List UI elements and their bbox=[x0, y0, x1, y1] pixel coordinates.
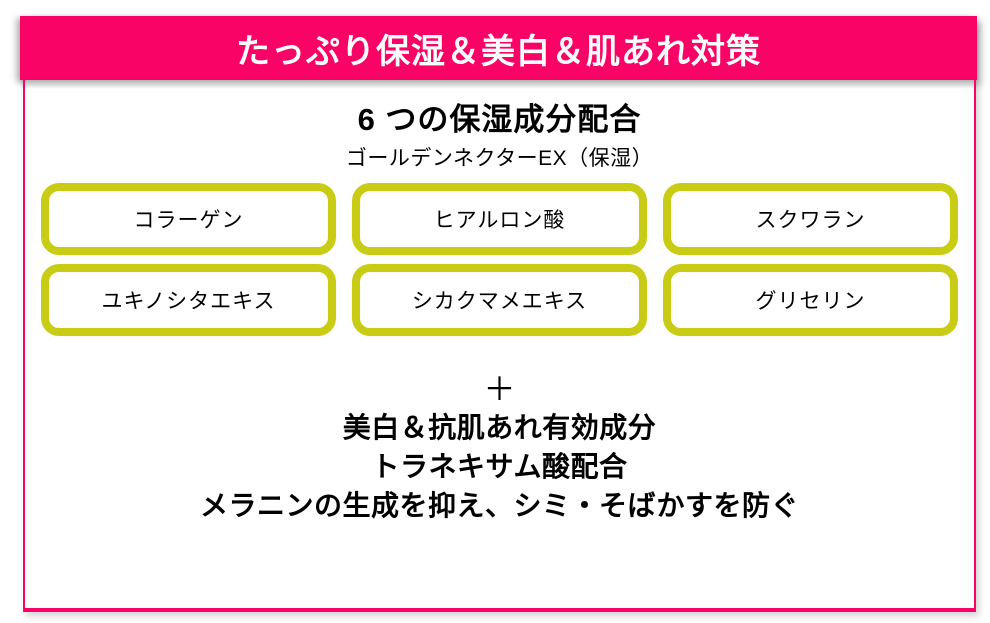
benefit-line-tranexamic-acid: トラネキサム酸配合 bbox=[371, 451, 628, 482]
ingredient-box-saxifrage-extract: ユキノシタエキス bbox=[41, 264, 336, 336]
section-heading: 6 つの保湿成分配合 bbox=[357, 102, 642, 137]
ingredient-label: シカクマメエキス bbox=[411, 290, 588, 313]
ingredient-label: スクワラン bbox=[755, 209, 866, 232]
benefit-text-block: 美白＆抗肌あれ有効成分 トラネキサム酸配合 メラニンの生成を抑え、シミ・そばかす… bbox=[25, 408, 974, 525]
banner-title: たっぷり保湿＆美白＆肌あれ対策 bbox=[236, 32, 761, 71]
ingredient-box-glycerin: グリセリン bbox=[663, 264, 958, 336]
plus-sign: ＋ bbox=[483, 371, 516, 407]
ingredient-box-squalane: スクワラン bbox=[663, 183, 958, 255]
header-banner: たっぷり保湿＆美白＆肌あれ対策 bbox=[20, 16, 977, 80]
benefit-line-active-ingredients: 美白＆抗肌あれ有効成分 bbox=[342, 412, 657, 443]
ingredient-row-2: ユキノシタエキス シカクマメエキス グリセリン bbox=[41, 264, 958, 336]
section-subheading: ゴールデンネクターEX（保湿） bbox=[345, 147, 654, 170]
ingredient-box-hyaluronic-acid: ヒアルロン酸 bbox=[352, 183, 647, 255]
ingredient-label: ヒアルロン酸 bbox=[433, 209, 566, 232]
ingredient-box-winged-bean-extract: シカクマメエキス bbox=[352, 264, 647, 336]
ingredient-label: コラーゲン bbox=[133, 209, 244, 232]
ingredient-row-1: コラーゲン ヒアルロン酸 スクワラン bbox=[41, 183, 958, 255]
ingredient-label: グリセリン bbox=[755, 290, 866, 313]
content-card: 6 つの保湿成分配合 ゴールデンネクターEX（保湿） コラーゲン ヒアルロン酸 … bbox=[23, 80, 976, 612]
ingredient-box-collagen: コラーゲン bbox=[41, 183, 336, 255]
ingredient-label: ユキノシタエキス bbox=[101, 290, 276, 313]
ingredient-grid: コラーゲン ヒアルロン酸 スクワラン ユキノシタエキス シカクマメエキス グリセ… bbox=[25, 183, 974, 336]
benefit-line-melanin: メラニンの生成を抑え、シミ・そばかすを防ぐ bbox=[199, 490, 800, 521]
